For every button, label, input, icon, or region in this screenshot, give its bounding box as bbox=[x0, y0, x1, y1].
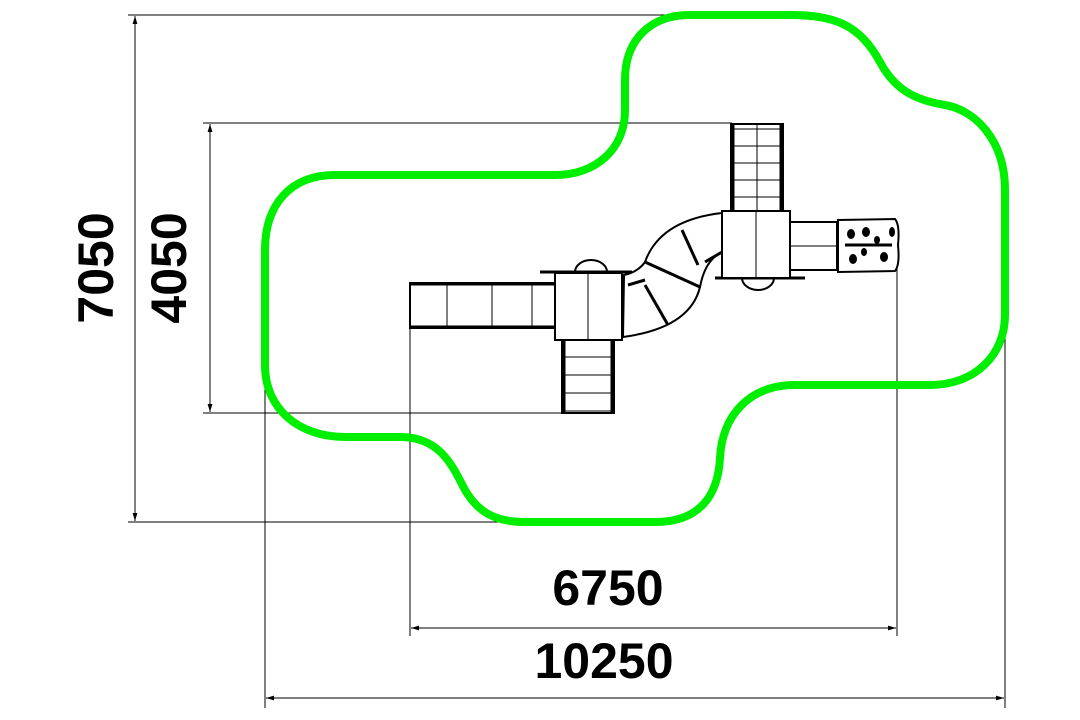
left-slide bbox=[409, 282, 556, 329]
play-structure bbox=[409, 123, 900, 414]
dimension-label-overall-height: 7050 bbox=[68, 212, 124, 323]
safety-zone-outline bbox=[261, 11, 1009, 526]
left-roof-cap bbox=[573, 259, 609, 273]
upper-ladder bbox=[730, 123, 784, 212]
climbing-wall-panel bbox=[837, 217, 900, 274]
right-platform bbox=[715, 210, 805, 280]
dimension-label-structure-height: 4050 bbox=[141, 212, 197, 323]
curved-tunnel-bridge bbox=[621, 211, 723, 339]
extension-lines bbox=[128, 14, 1006, 708]
dimension-label-overall-width: 10250 bbox=[534, 633, 673, 689]
right-bridge bbox=[789, 221, 838, 271]
right-roof-cap bbox=[740, 277, 776, 291]
lower-ladder bbox=[561, 339, 615, 414]
dimension-label-structure-width: 6750 bbox=[552, 560, 663, 616]
